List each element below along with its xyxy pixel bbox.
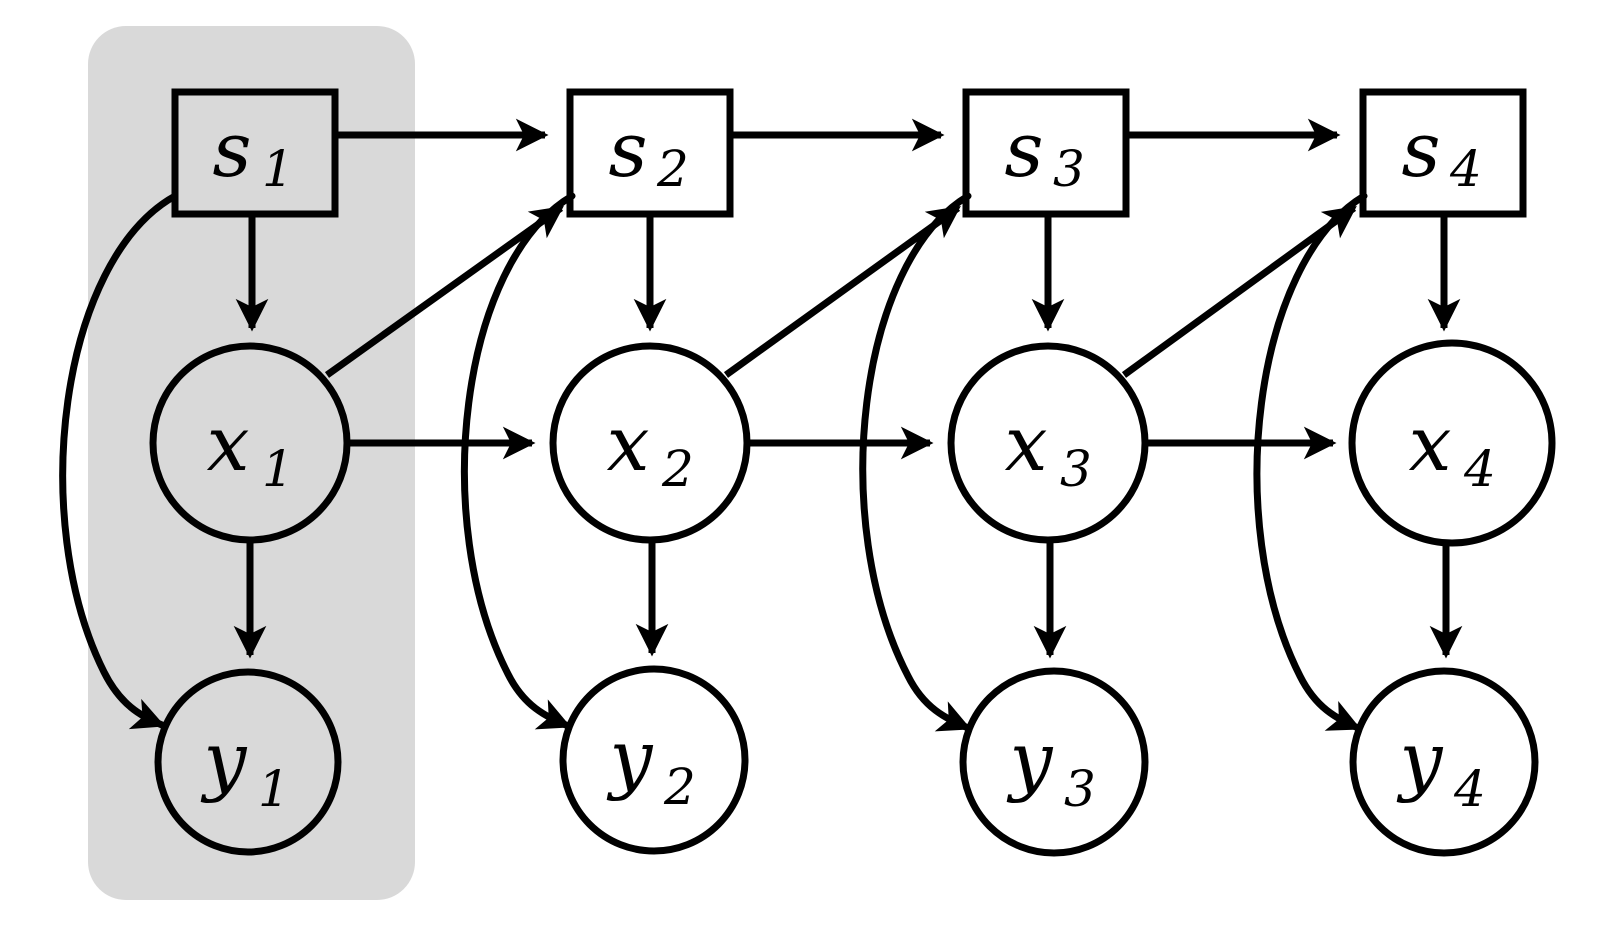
node-x4[interactable] [1348, 339, 1556, 547]
label-group-states: s 1 s 2 s 3 s 4 [212, 105, 1481, 198]
edge-s1-y1 [59, 192, 179, 730]
node-s1-symbol: s [212, 105, 251, 194]
node-y1[interactable] [154, 668, 342, 856]
node-y2-subscript: 2 [663, 758, 696, 816]
node-y1-subscript: 1 [258, 760, 290, 818]
node-group-states [171, 88, 1527, 218]
edge-group-latent-to-next-state [324, 205, 1357, 378]
node-s1[interactable] [171, 88, 339, 218]
node-s4-symbol: s [1401, 105, 1440, 194]
node-x1-subscript: 1 [262, 440, 294, 498]
edge-x3-s4 [1121, 205, 1357, 378]
edge-s4-y4 [1253, 192, 1368, 732]
node-s3-subscript: 3 [1053, 140, 1085, 198]
node-x3-symbol: x [1005, 399, 1048, 488]
edge-group-latent-to-observation [233, 542, 1463, 659]
edge-group-state-to-latent [235, 216, 1461, 332]
node-x1[interactable] [149, 342, 351, 544]
node-s2-subscript: 2 [656, 140, 689, 198]
node-group-latents [149, 339, 1556, 547]
node-y3[interactable] [959, 667, 1149, 857]
node-x1-symbol: x [207, 399, 250, 488]
node-s4[interactable] [1359, 88, 1527, 218]
edge-x1-s2 [324, 205, 564, 378]
label-group-observations: y 1 y 2 y 3 y 4 [201, 713, 1486, 818]
node-s2-symbol: s [608, 105, 647, 194]
node-s1-subscript: 1 [262, 140, 294, 198]
node-s2[interactable] [566, 88, 734, 218]
node-y3-symbol: y [1007, 715, 1054, 804]
node-y3-subscript: 3 [1064, 760, 1096, 818]
node-x2[interactable] [549, 342, 751, 544]
node-y4-subscript: 4 [1453, 760, 1486, 818]
node-group-observations [154, 665, 1539, 857]
node-s3[interactable] [962, 88, 1130, 218]
node-s4-subscript: 4 [1449, 140, 1482, 198]
node-x3[interactable] [947, 342, 1149, 544]
edge-s2-y2 [460, 192, 576, 730]
edge-s3-y3 [859, 192, 972, 732]
node-x3-subscript: 3 [1060, 440, 1092, 498]
node-y2[interactable] [559, 665, 749, 855]
node-y1-symbol: y [201, 715, 248, 804]
node-x2-subscript: 2 [661, 440, 694, 498]
node-y4[interactable] [1349, 667, 1539, 857]
timestep-1-highlight-plate [88, 26, 415, 900]
node-s3-symbol: s [1004, 105, 1043, 194]
edge-x2-s3 [723, 205, 961, 378]
node-y2-symbol: y [607, 713, 654, 802]
edge-group-state-to-observation [59, 192, 1368, 732]
node-x4-symbol: x [1409, 399, 1452, 488]
node-x4-subscript: 4 [1463, 440, 1496, 498]
node-y4-symbol: y [1397, 715, 1444, 804]
node-x2-symbol: x [607, 399, 650, 488]
label-group-latents: x 1 x 2 x 3 x 4 [207, 399, 1496, 498]
